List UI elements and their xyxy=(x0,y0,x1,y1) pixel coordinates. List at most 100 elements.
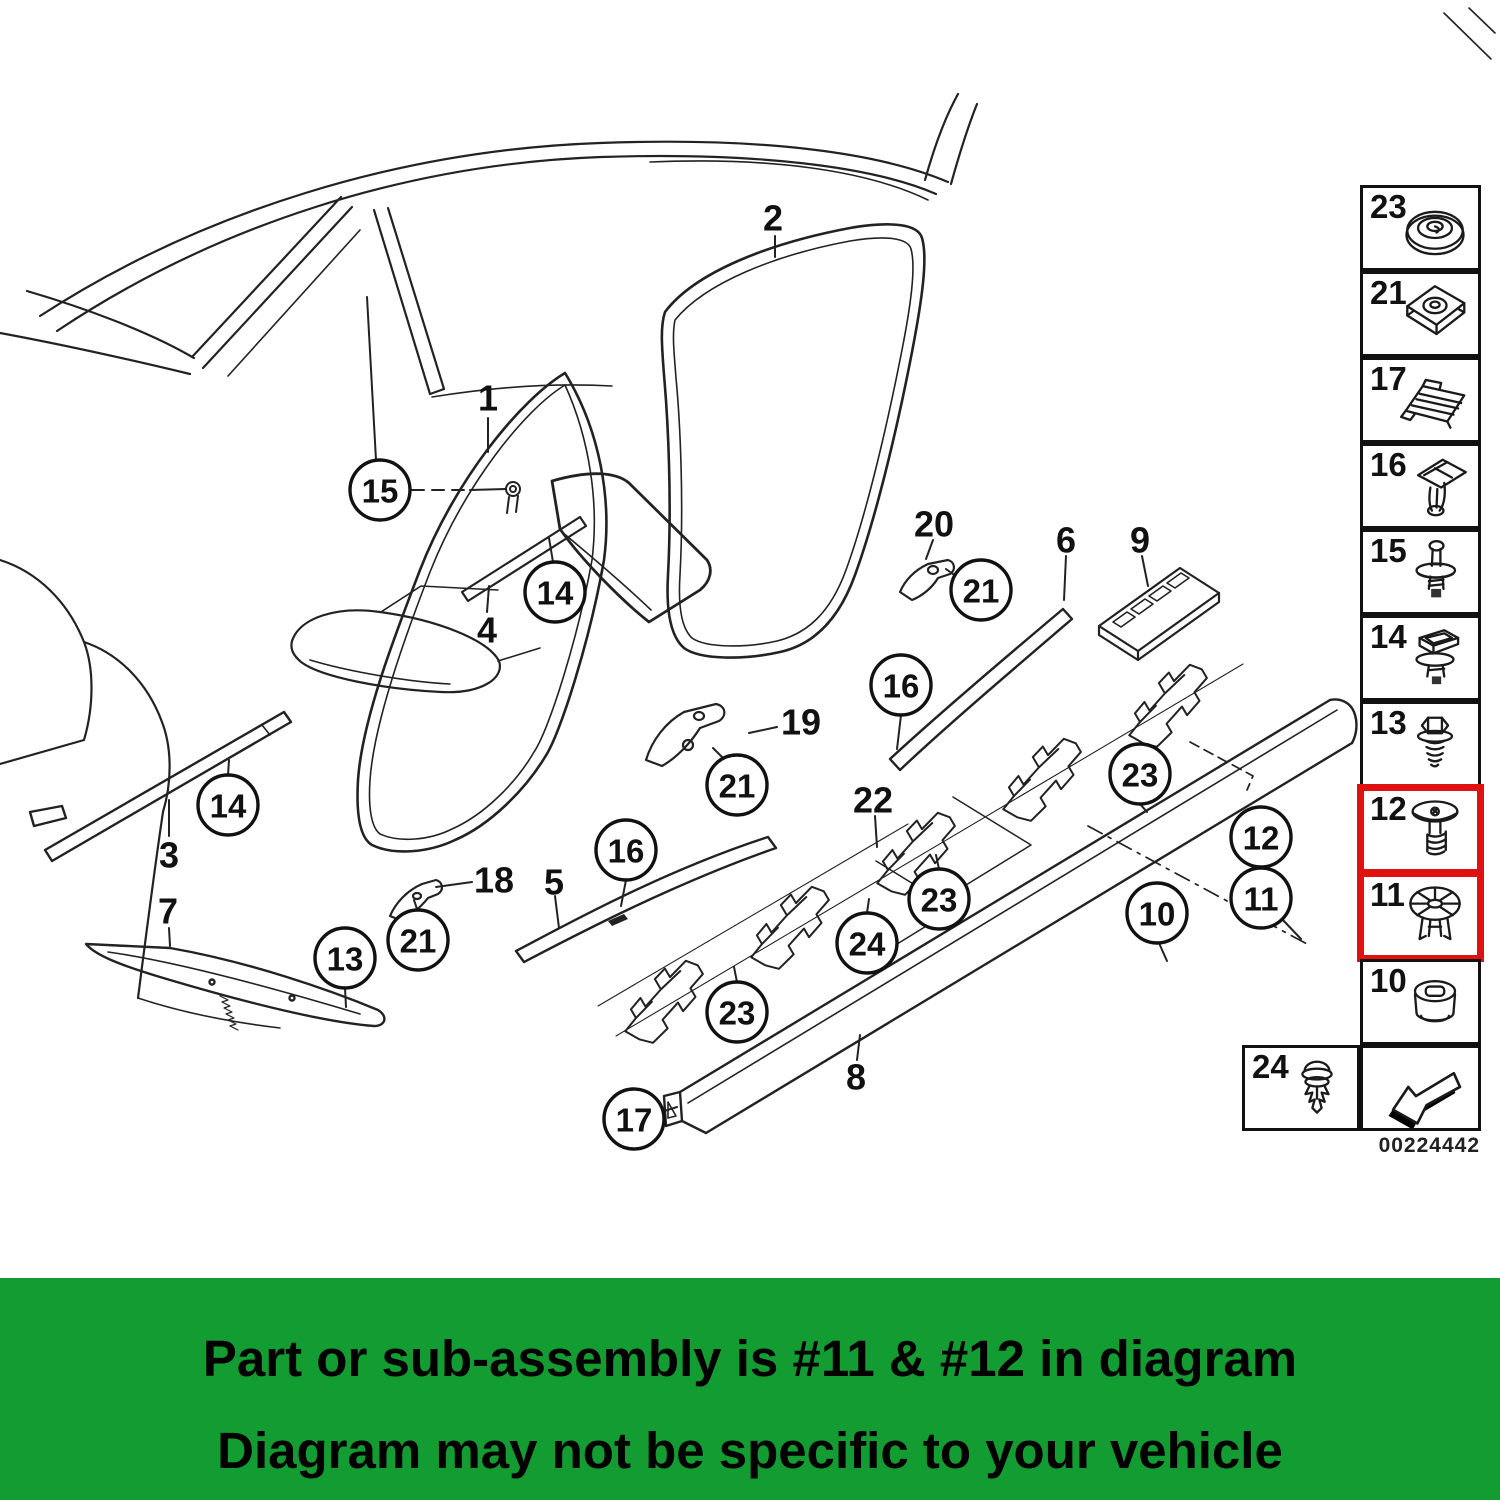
svg-text:14: 14 xyxy=(210,788,247,825)
part-label-6: 6 xyxy=(1056,520,1076,561)
legend-number: 23 xyxy=(1370,188,1407,225)
part-label-1: 1 xyxy=(478,378,498,419)
cover-blade-7 xyxy=(84,942,386,1031)
clip-chain-22 xyxy=(597,656,1244,1044)
sill-trim-6 xyxy=(888,607,1074,772)
legend-number: 11 xyxy=(1370,876,1405,913)
svg-text:23: 23 xyxy=(719,995,756,1032)
part-label-22: 22 xyxy=(853,780,893,821)
circled-callout-23: 23 xyxy=(705,980,769,1044)
circled-callout-13: 13 xyxy=(313,926,377,990)
pillar-clip-15 xyxy=(505,481,521,514)
circled-callouts: 15 14 14 13 21 21 21 16 16 17 23 23 23 24 10 12 11 xyxy=(196,458,1293,1151)
rocker-moulding-8 xyxy=(662,698,1358,1135)
dome-grommet-icon xyxy=(1389,191,1481,268)
side-mirror xyxy=(290,585,541,694)
circled-callout-16: 16 xyxy=(869,653,933,717)
star-expanding-nut-icon xyxy=(1389,879,1481,956)
legend-number: 24 xyxy=(1252,1048,1289,1085)
legend-item-21: 21 xyxy=(1360,271,1481,357)
circled-callout-12: 12 xyxy=(1229,805,1293,869)
legend-item-13: 13 xyxy=(1360,701,1481,787)
svg-text:23: 23 xyxy=(1122,757,1159,794)
part-label-7: 7 xyxy=(158,891,178,932)
circled-callout-21: 21 xyxy=(386,908,450,972)
legend-item-14: 14 xyxy=(1360,615,1481,701)
info-banner: Part or sub-assembly is #11 & #12 in dia… xyxy=(0,1278,1500,1500)
legend-item-23: 23 xyxy=(1360,185,1481,271)
part-label-18: 18 xyxy=(474,860,514,901)
circled-callout-23: 23 xyxy=(907,867,971,931)
push-clip-icon xyxy=(1271,1051,1363,1128)
circled-callout-24: 24 xyxy=(835,911,899,975)
sheet-metal-nut-icon xyxy=(1389,277,1481,354)
part-label-2: 2 xyxy=(763,198,783,239)
circled-callout-21: 21 xyxy=(949,558,1013,622)
legend-item-10: 10 xyxy=(1360,959,1481,1045)
clip-nut-rivet-icon xyxy=(1389,621,1481,698)
legend-number: 10 xyxy=(1370,962,1407,999)
sill-trim-5 xyxy=(514,835,778,964)
banner-line-1: Part or sub-assembly is #11 & #12 in dia… xyxy=(202,1330,1298,1387)
legend-number: 13 xyxy=(1370,704,1407,741)
leader-lines xyxy=(168,235,1302,1113)
svg-text:12: 12 xyxy=(1243,820,1280,857)
diagram-number: 00224442 xyxy=(1378,1134,1480,1157)
svg-text:11: 11 xyxy=(1244,881,1279,918)
legend-number: 21 xyxy=(1370,274,1407,311)
legend-number: 15 xyxy=(1370,532,1407,569)
part-label-19: 19 xyxy=(781,702,821,743)
circled-callout-17: 17 xyxy=(602,1087,666,1151)
washer-head-screw-icon xyxy=(1389,793,1481,870)
circled-callout-10: 10 xyxy=(1125,881,1189,945)
legend-number: 17 xyxy=(1370,360,1407,397)
bracket-19 xyxy=(644,702,726,768)
svg-text:24: 24 xyxy=(849,926,886,963)
svg-text:16: 16 xyxy=(883,668,920,705)
svg-text:14: 14 xyxy=(537,575,574,612)
hex-washer-screw-icon xyxy=(1389,707,1481,784)
push-pin-rivet-icon xyxy=(1389,535,1481,612)
pillar-fin-trim xyxy=(460,472,712,624)
part-label-4: 4 xyxy=(477,610,497,651)
svg-text:21: 21 xyxy=(719,768,756,805)
legend-item-15: 15 xyxy=(1360,529,1481,615)
direction-arrow-icon xyxy=(1375,1052,1475,1130)
banner-line-2: Diagram may not be specific to your vehi… xyxy=(217,1421,1283,1479)
legend-item-12: 12 xyxy=(1357,784,1484,876)
legend-item-16: 16 xyxy=(1360,443,1481,529)
svg-text:15: 15 xyxy=(362,473,399,510)
svg-text:21: 21 xyxy=(963,573,1000,610)
channel-clip-icon xyxy=(1389,363,1481,440)
entrance-strip-3 xyxy=(28,710,293,863)
part-label-3: 3 xyxy=(159,835,179,876)
part-label-9: 9 xyxy=(1130,520,1150,561)
circled-callout-21: 21 xyxy=(705,753,769,817)
part-label-8: 8 xyxy=(846,1057,866,1098)
part-label-20: 20 xyxy=(914,504,954,545)
grommet-nut-icon xyxy=(1389,965,1481,1042)
legend-direction-box xyxy=(1360,1045,1481,1131)
svg-text:21: 21 xyxy=(400,923,437,960)
legend-number: 16 xyxy=(1370,446,1407,483)
circled-callout-15: 15 xyxy=(348,458,412,522)
circled-callout-14: 14 xyxy=(523,560,587,624)
rear-door-seal xyxy=(660,223,926,659)
circled-callout-16: 16 xyxy=(594,818,658,882)
svg-text:10: 10 xyxy=(1139,896,1176,933)
legend-number: 14 xyxy=(1370,618,1407,655)
circled-callout-23: 23 xyxy=(1108,742,1172,806)
circled-callout-11: 11 xyxy=(1229,866,1293,930)
part-label-5: 5 xyxy=(544,862,564,903)
front-door-seal xyxy=(356,371,608,853)
expanding-rivet-icon xyxy=(1389,449,1481,526)
legend-item-11: 11 xyxy=(1357,870,1484,962)
svg-text:17: 17 xyxy=(616,1102,653,1139)
legend-item-17: 17 xyxy=(1360,357,1481,443)
svg-text:13: 13 xyxy=(327,941,364,978)
svg-text:16: 16 xyxy=(608,833,645,870)
legend-number: 12 xyxy=(1370,790,1407,827)
